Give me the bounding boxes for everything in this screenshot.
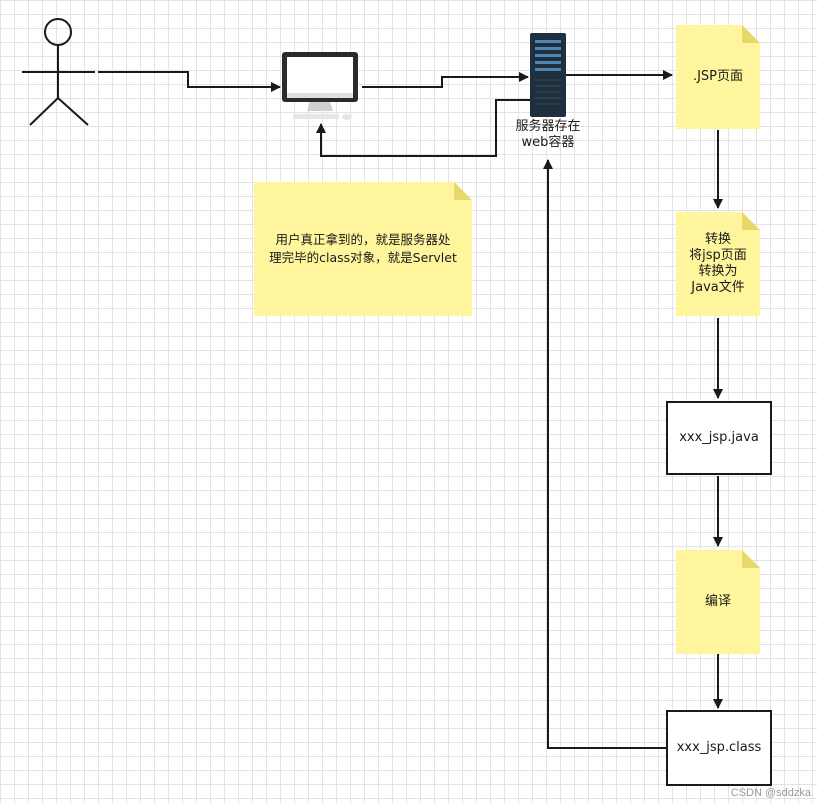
convert-label: 转换 将jsp页面 转换为 Java文件 (676, 212, 760, 316)
convert-line2: 将jsp页面 (689, 248, 747, 263)
explanation-line2: 理完毕的class对象，就是Servlet (269, 250, 457, 265)
user-actor-icon (22, 18, 95, 126)
arrow-class-to-server (543, 159, 666, 749)
explanation-text: 用户真正拿到的，就是服务器处 理完毕的class对象，就是Servlet (254, 182, 472, 316)
arrow-computer-to-server (362, 72, 529, 88)
compile-label: 编译 (704, 594, 731, 609)
java-file-box (666, 401, 772, 475)
server-icon (530, 33, 566, 117)
server-label-line2: web容器 (521, 135, 575, 150)
convert-line3: 转换为 (698, 264, 738, 279)
explanation-note (254, 182, 472, 316)
csdn-watermark: CSDN @sddzka (730, 787, 811, 799)
arrow-server-to-computer (316, 99, 530, 157)
jsp-page-label: .JSP页面 (692, 69, 744, 84)
class-file-box (666, 710, 772, 786)
server-label: 服务器存在 web容器 (496, 117, 600, 153)
java-file-label: xxx_jsp.java (679, 430, 759, 445)
explanation-line1: 用户真正拿到的，就是服务器处 (275, 232, 451, 247)
arrow-user-to-computer (98, 71, 281, 92)
server-label-line1: 服务器存在 (515, 119, 581, 134)
convert-line4: Java文件 (691, 280, 745, 295)
class-file-label: xxx_jsp.class (676, 740, 762, 755)
computer-monitor-icon (282, 52, 358, 120)
convert-line1: 转换 (704, 232, 731, 247)
